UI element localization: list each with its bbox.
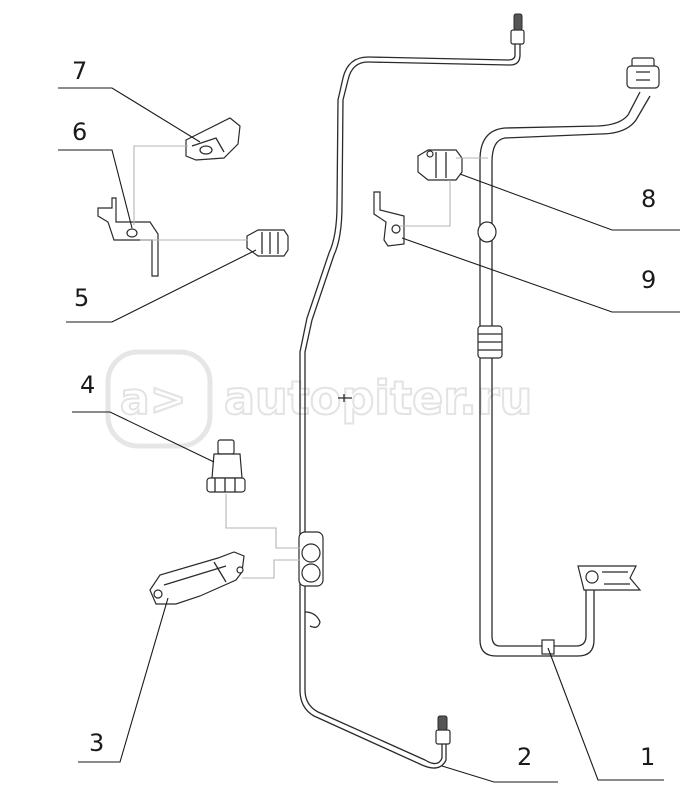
bracket-part-3 — [149, 551, 245, 605]
leader-lines — [58, 87, 680, 783]
callout-2: 2 — [517, 743, 532, 771]
watermark-text: autopiter.ru — [224, 371, 532, 425]
clip-part-5 — [246, 229, 289, 257]
callout-3: 3 — [89, 729, 104, 757]
clip-part-8 — [417, 149, 463, 181]
pipe-line-part-2 — [298, 13, 525, 769]
callout-9: 9 — [641, 266, 656, 294]
svg-text:a>: a> — [120, 374, 187, 425]
callout-8: 8 — [641, 185, 656, 213]
sensor-part-4 — [206, 439, 246, 493]
clip-part-7 — [185, 117, 241, 161]
callout-4: 4 — [80, 371, 95, 399]
callout-5: 5 — [74, 284, 89, 312]
association-lines — [133, 145, 488, 579]
watermark-logo: a> — [105, 349, 213, 449]
callout-1: 1 — [640, 743, 655, 771]
callout-7: 7 — [72, 57, 87, 85]
hose-assembly-part-1 — [477, 57, 660, 657]
bracket-part-9 — [373, 191, 405, 247]
bracket-part-6 — [97, 197, 159, 277]
callout-6: 6 — [72, 118, 87, 146]
